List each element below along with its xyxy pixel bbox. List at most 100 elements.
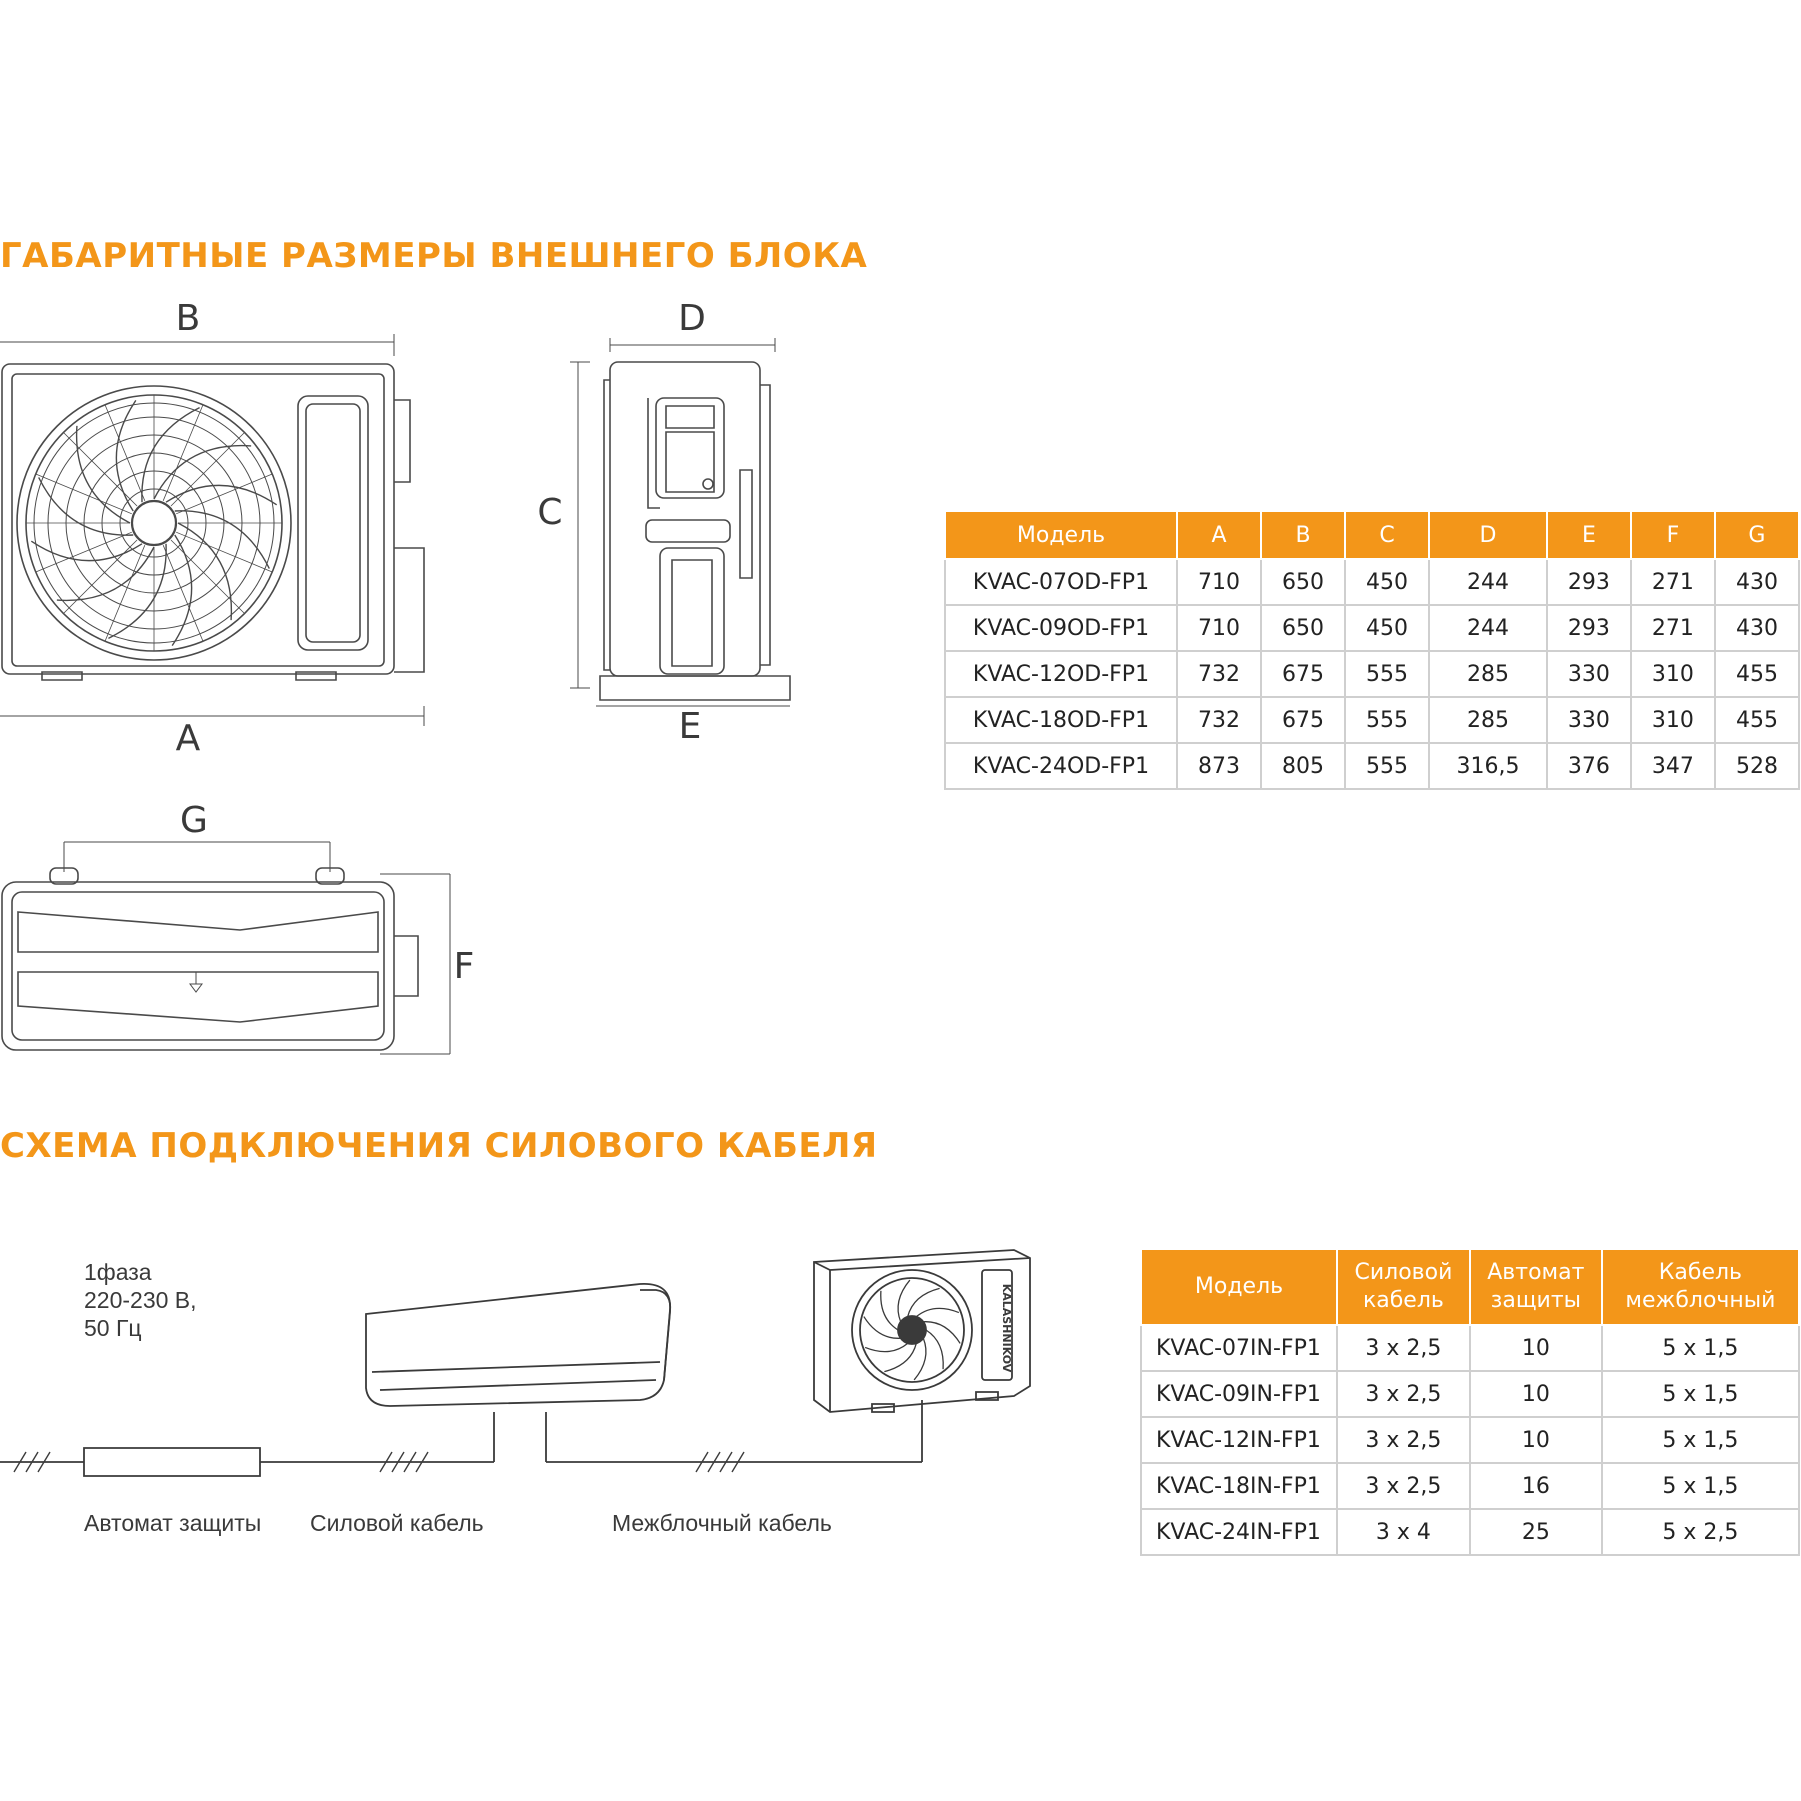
- dimension-value-cell: 455: [1713, 696, 1801, 744]
- brand-logo-text: KALASHNIKOV: [1000, 1284, 1013, 1373]
- dimensions-heading: ГАБАРИТНЫЕ РАЗМЕРЫ ВНЕШНЕГО БЛОКА: [0, 236, 868, 276]
- dimension-value-cell: 873: [1176, 742, 1262, 790]
- cable-value-cell: 3 x 4: [1336, 1508, 1471, 1556]
- dimension-label-b: B: [175, 298, 201, 339]
- dimension-value-cell: 455: [1713, 650, 1801, 698]
- phase-line: 1фаза: [84, 1259, 152, 1285]
- label-power-cable: Силовой кабель: [310, 1510, 484, 1536]
- dimension-value-cell: 271: [1629, 604, 1716, 652]
- dimensions-header-cell: A: [1176, 510, 1262, 560]
- cable-header-line: кабель: [1362, 1288, 1444, 1313]
- dimension-value-cell: 805: [1260, 742, 1346, 790]
- dimension-label-c: C: [537, 492, 563, 533]
- dimension-value-cell: 285: [1428, 650, 1548, 698]
- dimension-label-e: E: [678, 706, 702, 747]
- model-cell: KVAC-18IN-FP1: [1140, 1462, 1338, 1510]
- top-view-drawing: [2, 842, 450, 1054]
- dimensions-header-cell: Модель: [944, 510, 1178, 560]
- cable-header-cell: Модель: [1140, 1248, 1338, 1326]
- dimensions-header-cell: C: [1344, 510, 1430, 560]
- dimension-value-cell: 244: [1428, 604, 1548, 652]
- dimension-label-g: G: [180, 800, 208, 841]
- model-cell: KVAC-09IN-FP1: [1140, 1370, 1338, 1418]
- cable-value-cell: 10: [1468, 1416, 1603, 1464]
- dimension-label-d: D: [678, 298, 706, 339]
- label-interunit-cable: Межблочный кабель: [612, 1510, 832, 1536]
- cable-value-cell: 25: [1468, 1508, 1603, 1556]
- dimensions-header-cell: B: [1260, 510, 1346, 560]
- dimension-value-cell: 330: [1545, 696, 1632, 744]
- dimension-value-cell: 732: [1176, 696, 1262, 744]
- dimension-value-cell: 310: [1629, 650, 1716, 698]
- model-cell: KVAC-24IN-FP1: [1140, 1508, 1338, 1556]
- cable-header-line: Автомат: [1487, 1260, 1585, 1285]
- cable-value-cell: 5 x 1,5: [1600, 1416, 1801, 1464]
- label-circuit-breaker: Автомат защиты: [84, 1510, 262, 1536]
- cable-value-cell: 10: [1468, 1370, 1603, 1418]
- dimension-value-cell: 675: [1260, 696, 1346, 744]
- cable-value-cell: 3 x 2,5: [1336, 1324, 1471, 1372]
- dimension-value-cell: 732: [1176, 650, 1262, 698]
- dimension-label-f: F: [453, 946, 475, 987]
- dimension-value-cell: 555: [1344, 696, 1430, 744]
- dimension-value-cell: 675: [1260, 650, 1346, 698]
- model-cell: KVAC-07OD-FP1: [944, 558, 1178, 606]
- circuit-breaker-box: [84, 1448, 260, 1476]
- model-cell: KVAC-18OD-FP1: [944, 696, 1178, 744]
- wiring-heading: СХЕМА ПОДКЛЮЧЕНИЯ СИЛОВОГО КАБЕЛЯ: [0, 1126, 878, 1166]
- cable-header-line: Кабель: [1658, 1260, 1743, 1285]
- dimension-value-cell: 555: [1344, 742, 1430, 790]
- cable-value-cell: 5 x 1,5: [1600, 1370, 1801, 1418]
- cable-header-line: защиты: [1490, 1288, 1582, 1313]
- dimension-value-cell: 293: [1545, 558, 1632, 606]
- dimensions-header-cell: G: [1713, 510, 1801, 560]
- dimension-value-cell: 316,5: [1428, 742, 1548, 790]
- cable-header-cell: Автомат защиты: [1468, 1248, 1603, 1326]
- mains-wire-ticks: [14, 1452, 50, 1472]
- dimension-value-cell: 285: [1428, 696, 1548, 744]
- frequency-line: 50 Гц: [84, 1315, 142, 1341]
- dimension-value-cell: 450: [1344, 558, 1430, 606]
- cable-value-cell: 10: [1468, 1324, 1603, 1372]
- model-cell: KVAC-09OD-FP1: [944, 604, 1178, 652]
- dimension-value-cell: 310: [1629, 696, 1716, 744]
- dimension-value-cell: 650: [1260, 558, 1346, 606]
- dimensions-header-cell: D: [1428, 510, 1548, 560]
- voltage-line: 220-230 В,: [84, 1287, 197, 1313]
- cable-value-cell: 5 x 1,5: [1600, 1462, 1801, 1510]
- model-cell: KVAC-12OD-FP1: [944, 650, 1178, 698]
- model-cell: KVAC-24OD-FP1: [944, 742, 1178, 790]
- model-cell: KVAC-07IN-FP1: [1140, 1324, 1338, 1372]
- dimension-value-cell: 710: [1176, 558, 1262, 606]
- dimension-value-cell: 710: [1176, 604, 1262, 652]
- dimension-value-cell: 271: [1629, 558, 1716, 606]
- indoor-unit-drawing: [366, 1284, 670, 1406]
- cable-value-cell: 3 x 2,5: [1336, 1416, 1471, 1464]
- cable-value-cell: 5 x 1,5: [1600, 1324, 1801, 1372]
- cable-value-cell: 5 x 2,5: [1600, 1508, 1801, 1556]
- dimension-value-cell: 330: [1545, 650, 1632, 698]
- dimension-value-cell: 347: [1629, 742, 1716, 790]
- phase-info: 1фаза 220-230 В, 50 Гц: [84, 1258, 197, 1342]
- dimension-value-cell: 450: [1344, 604, 1430, 652]
- dimensions-header-cell: E: [1545, 510, 1632, 560]
- dimension-label-a: A: [175, 718, 201, 759]
- dimension-value-cell: 430: [1713, 604, 1801, 652]
- front-view-drawing: [0, 334, 424, 726]
- dimension-value-cell: 293: [1545, 604, 1632, 652]
- dimension-value-cell: 555: [1344, 650, 1430, 698]
